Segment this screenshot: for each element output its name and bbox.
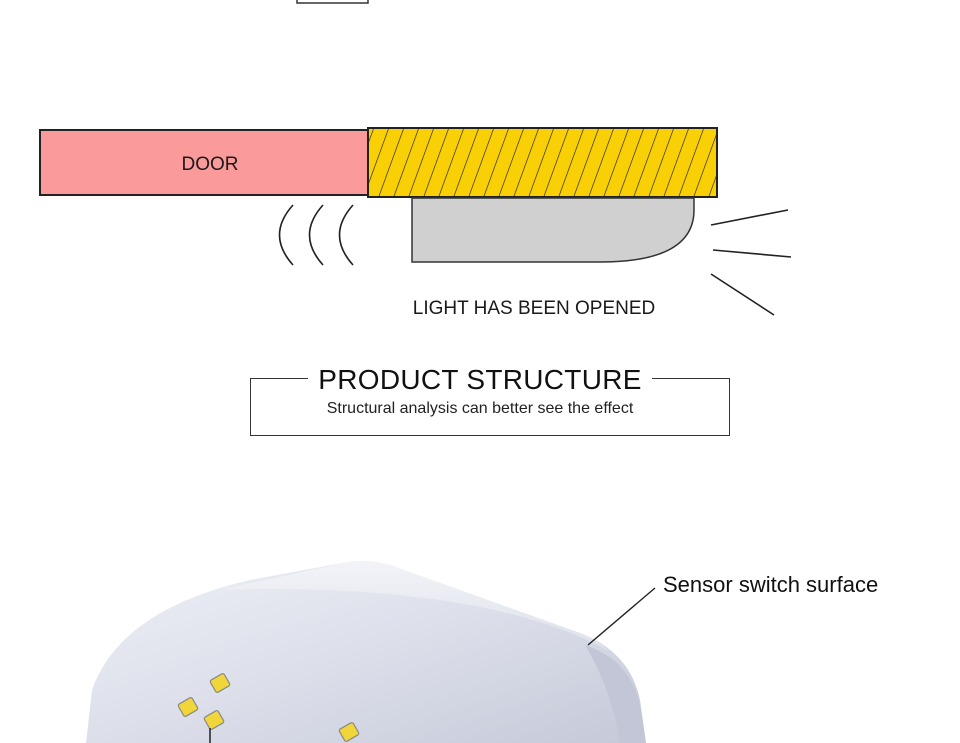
sensor-waves-icon (278, 204, 354, 266)
led-chip (209, 673, 231, 693)
led-chip (338, 722, 360, 742)
top-cut-frame (296, 0, 369, 4)
lamp-body (411, 197, 695, 263)
sensor-callout-label: Sensor switch surface (663, 572, 879, 597)
status-label: LIGHT HAS BEEN OPENED (413, 298, 656, 319)
callout-leader-line (587, 587, 656, 646)
led-chip (177, 697, 199, 717)
frame-hatched (367, 127, 718, 198)
light-rays-icon (710, 209, 792, 316)
door-label: DOOR (182, 154, 239, 175)
section-title: PRODUCT STRUCTURE (0, 364, 960, 396)
product-illustration (86, 561, 646, 743)
section-subtitle: Structural analysis can better see the e… (326, 400, 634, 417)
led-chip (203, 710, 225, 730)
